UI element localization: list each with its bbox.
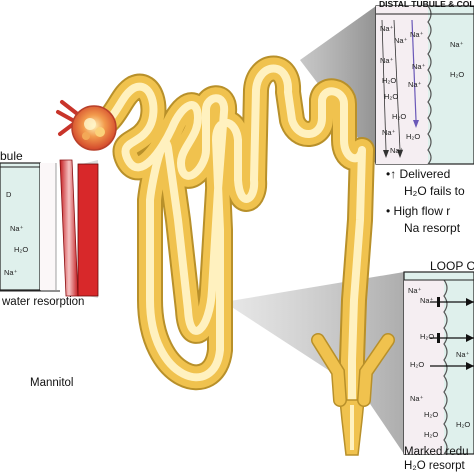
proximal-ion: H₂O	[14, 245, 29, 254]
distal-ion: Na⁺	[380, 24, 394, 33]
loop-ion: Na⁺	[420, 296, 434, 305]
distal-ion: Na⁺	[380, 56, 394, 65]
distal-ion: H₂O	[382, 76, 397, 85]
distal-panel	[375, 5, 474, 165]
loop-ion: Na⁺	[408, 286, 422, 295]
loop-ion: H₂O	[424, 430, 439, 439]
nephron-tubule	[83, 55, 375, 413]
distal-panel-title: DISTAL TUBULE & COLL	[379, 0, 474, 9]
loop-ion: H₂O	[424, 410, 439, 419]
proximal-zoom-box	[77, 163, 99, 297]
glomerulus	[56, 100, 117, 151]
distal-ion: H₂O	[392, 112, 407, 121]
distal-ion: Na⁺	[412, 62, 426, 71]
loop-panel	[403, 271, 474, 455]
distal-bullet-1: •↑ Delivered	[386, 167, 451, 181]
loop-caption-line2: H₂O resorpt	[404, 460, 465, 472]
peritubular-vessel	[59, 159, 79, 297]
collecting-duct	[311, 333, 395, 456]
loop-caption-line1: Marked redu	[404, 446, 469, 458]
proximal-ion: Na⁺	[4, 268, 18, 277]
distal-ion: Na⁺	[410, 30, 424, 39]
loop-ion: H₂O	[420, 332, 435, 341]
loop-ion: H₂O	[410, 360, 425, 369]
loop-ion: H₂O	[456, 420, 471, 429]
distal-bullet-2: • High flow r	[386, 204, 451, 218]
distal-ion: H₂O	[384, 92, 399, 101]
proximal-ion: D	[6, 190, 12, 199]
loop-ion: Na⁺	[456, 350, 470, 359]
distal-ion: H₂O	[406, 132, 421, 141]
distal-bullet-1-line2: H₂O fails to	[404, 184, 465, 198]
proximal-ion: Na⁺	[10, 224, 24, 233]
distal-ion: Na⁺	[394, 36, 408, 45]
distal-ion: H₂O	[450, 70, 465, 79]
loop-ion: Na⁺	[410, 394, 424, 403]
proximal-panel-title: bule	[0, 149, 23, 163]
distal-ion: Na⁺	[408, 80, 422, 89]
distal-ion: Na⁺	[450, 40, 464, 49]
proximal-caption: water resorption	[2, 296, 85, 308]
loop-panel-title: LOOP O	[430, 259, 474, 273]
distal-bullet-2-line2: Na resorpt	[404, 221, 461, 235]
distal-ion: Na⁺	[382, 128, 396, 137]
proximal-panel	[0, 162, 60, 292]
distal-ion: Na⁺	[390, 146, 404, 155]
mannitol-label: Mannitol	[30, 377, 74, 389]
